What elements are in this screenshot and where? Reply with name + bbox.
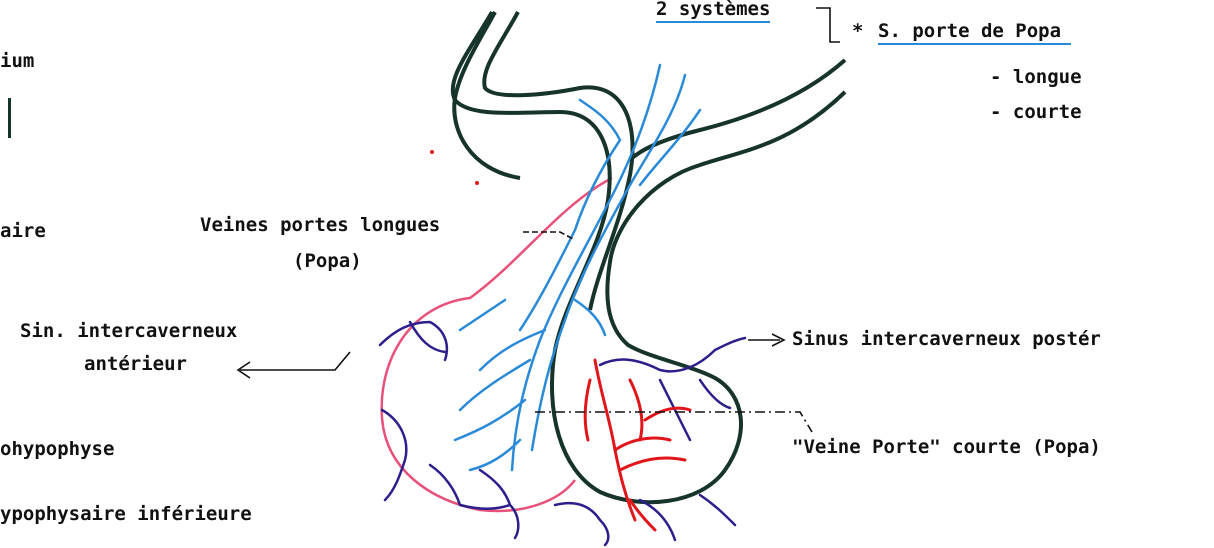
left-edge-mark (0, 98, 11, 138)
pointer-long-portal (523, 232, 575, 240)
legend-systems: 2 systèmes (656, 0, 770, 23)
stalk-left-outline (630, 60, 845, 160)
pointer-short-portal (535, 412, 812, 432)
label-long-portal-veins: Veines portes longues (200, 216, 440, 235)
label-short-portal: "Veine Porte" courte (Popa) (792, 438, 1101, 457)
label-ant-sinus-2: antérieur (84, 355, 187, 374)
pointer-ant-sinus (240, 352, 350, 370)
label-post-sinus: Sinus intercaverneux postér (792, 330, 1101, 349)
red-dot (475, 181, 479, 185)
legend-long: - longue (990, 68, 1082, 87)
legend-bullet: * (852, 22, 863, 41)
label-long-portal-author: (Popa) (293, 252, 362, 271)
left-mid-fragment: aire (0, 222, 46, 241)
stalk-posterior-outline (453, 12, 845, 502)
bracket-systems (816, 8, 840, 42)
inferior-artery-fragment: ypophysaire inférieure (0, 505, 252, 524)
short-portal-veins (585, 360, 690, 530)
label-ant-sinus-1: Sin. intercaverneux (20, 322, 237, 341)
legend-short: - courte (990, 103, 1082, 122)
red-dot (430, 150, 434, 154)
neurohypophysis-fragment: ohypophyse (0, 440, 114, 459)
legend-portal-system: S. porte de Popa (878, 22, 1071, 45)
left-top-fragment: ium (0, 52, 34, 71)
capsular-vessels (380, 322, 745, 545)
